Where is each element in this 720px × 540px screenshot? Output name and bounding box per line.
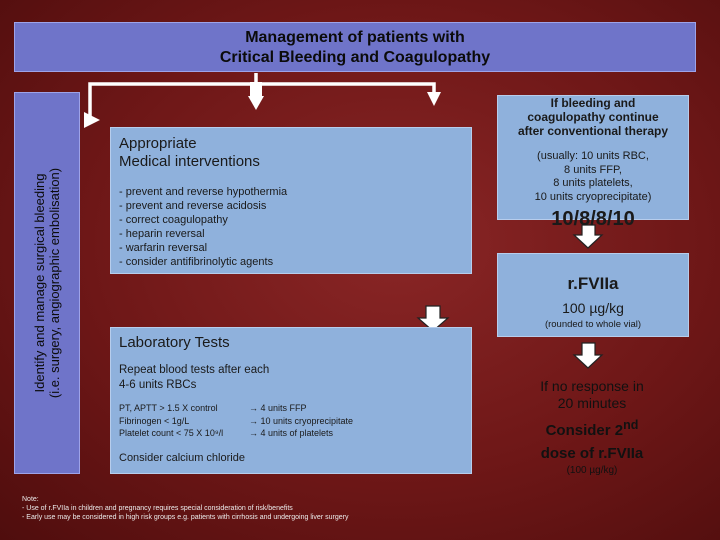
list-item: - consider antifibrinolytic agents xyxy=(119,256,274,268)
persist-line3: after conventional therapy xyxy=(517,124,669,138)
lab-action: → 4 units of platelets xyxy=(249,428,334,438)
arrow-right-to-medical xyxy=(84,112,100,128)
no-response-line2: 20 minutes xyxy=(557,395,627,411)
lab-test: PT, APTT > 1.5 X control xyxy=(119,403,218,413)
no-response-dose-amount: (100 µg/kg) xyxy=(566,465,618,476)
arrow-to-no-response xyxy=(572,342,604,369)
persist-ratio: 10/8/8/10 xyxy=(551,208,635,230)
side-line2: (i.e. surgery, angiographic embolisation… xyxy=(47,167,62,399)
no-response-line1: If no response in xyxy=(540,378,644,394)
surgical-bleeding-box: Identify and manage surgical bleeding (i… xyxy=(14,92,80,474)
laboratory-tests-box: Laboratory Tests Repeat blood tests afte… xyxy=(110,327,472,474)
persistent-bleeding-box: If bleeding and coagulopathy continue af… xyxy=(497,95,689,230)
lab-heading: Laboratory Tests xyxy=(119,334,230,351)
notes-label: Note: xyxy=(22,496,39,503)
rfviia-dose: 100 µg/kg xyxy=(562,300,624,316)
consider-sup: nd xyxy=(623,418,639,432)
title-line1: Management of patients with xyxy=(245,29,465,46)
lab-repeat-line2: 4-6 units RBCs xyxy=(119,379,197,391)
notes: Note: - Use of r.FVIIa in children and p… xyxy=(22,495,348,522)
lab-repeat: Repeat blood tests after each 4-6 units … xyxy=(119,363,269,393)
persist-heading: If bleeding and coagulopathy continue af… xyxy=(498,96,688,138)
persist-usual2: 8 units FFP, xyxy=(564,163,622,176)
persist-usual1: (usually: 10 units RBC, xyxy=(537,150,649,162)
lab-thresholds: PT, APTT > 1.5 X control → 4 units FFP Fi… xyxy=(119,402,353,440)
persist-line2: coagulopathy continue xyxy=(527,110,659,124)
lab-test: Platelet count < 75 X 10⁹/l xyxy=(119,428,224,438)
list-item: - warfarin reversal xyxy=(119,242,208,254)
rfviia-rounding: (rounded to whole vial) xyxy=(544,319,642,330)
rfviia-name: r.FVIIa xyxy=(567,274,619,293)
notes-line2: - Early use may be considered in high ri… xyxy=(22,514,349,521)
table-row: Platelet count < 75 X 10⁹/l → 4 units of … xyxy=(119,427,353,440)
arrow-down-center-stem xyxy=(250,82,262,98)
consider-text: Consider 2 xyxy=(545,422,624,439)
medical-interventions-box: Appropriate Medical interventions - prev… xyxy=(110,127,472,274)
no-response-consider: Consider 2nd xyxy=(497,416,687,440)
medical-heading-line1: Appropriate xyxy=(119,135,197,152)
lab-repeat-line1: Repeat blood tests after each xyxy=(119,364,270,376)
table-row: Fibrinogen < 1g/L → 10 units cryoprecipit… xyxy=(119,415,353,428)
rfviia-box: r.FVIIa 100 µg/kg (rounded to whole vial… xyxy=(497,253,689,337)
lab-action: → 10 units cryoprecipitate xyxy=(249,415,354,426)
arrow-down-center xyxy=(248,96,264,110)
no-response-dose-line: dose of r.FVIIa xyxy=(540,445,644,462)
medical-list: - prevent and reverse hypothermia - prev… xyxy=(119,185,287,269)
list-item: - heparin reversal xyxy=(119,228,205,240)
table-row: PT, APTT > 1.5 X control → 4 units FFP xyxy=(119,402,353,415)
medical-heading: Appropriate Medical interventions xyxy=(119,135,260,171)
lab-test: Fibrinogen < 1g/L xyxy=(119,415,190,426)
title-line2: Critical Bleeding and Coagulopathy xyxy=(219,49,491,66)
notes-line1: - Use of r.FVIIa in children and pregnan… xyxy=(22,505,293,512)
surgical-bleeding-text: Identify and manage surgical bleeding (i… xyxy=(32,98,62,468)
side-line1: Identify and manage surgical bleeding xyxy=(32,173,47,393)
arrow-to-lab xyxy=(416,305,450,332)
persist-line1: If bleeding and xyxy=(550,96,636,110)
list-item: - prevent and reverse acidosis xyxy=(119,200,267,212)
title-box: Management of patients with Critical Ble… xyxy=(14,22,696,72)
persist-usual4: 10 units cryoprecipitate) xyxy=(534,190,652,203)
arrow-down-to-persist xyxy=(427,92,441,106)
arrow-to-rfviia xyxy=(572,224,604,249)
list-item: - prevent and reverse hypothermia xyxy=(119,186,288,198)
lab-action: → 4 units FFP xyxy=(249,403,307,413)
list-item: - correct coagulopathy xyxy=(119,214,228,226)
lab-calcium: Consider calcium chloride xyxy=(119,452,245,464)
persist-usual: (usually: 10 units RBC, 8 units FFP, 8 u… xyxy=(498,150,688,204)
medical-heading-line2: Medical interventions xyxy=(119,153,260,170)
persist-usual3: 8 units platelets, xyxy=(553,177,633,189)
no-response-block: If no response in 20 minutes Consider 2n… xyxy=(497,378,687,476)
